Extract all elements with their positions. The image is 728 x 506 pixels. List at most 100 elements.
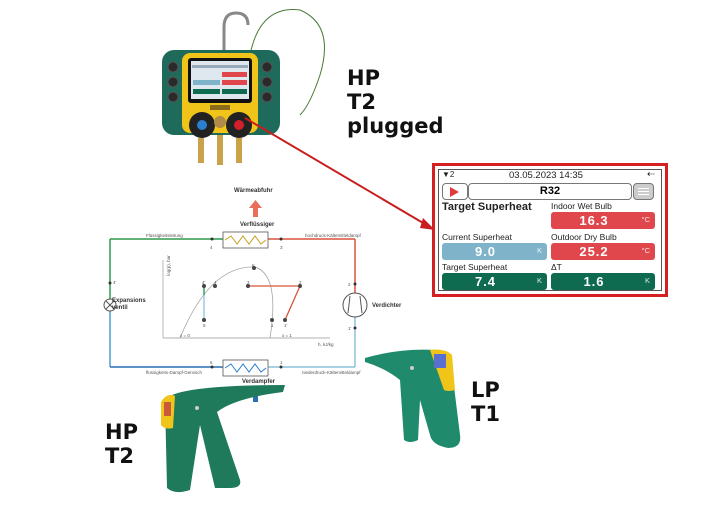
port-label-3: 3 xyxy=(280,245,283,250)
label-line: Expansions xyxy=(112,298,146,304)
mode-title: Target Superheat xyxy=(442,201,532,213)
fitting xyxy=(217,135,223,165)
port-2 xyxy=(353,282,357,286)
play-button[interactable] xyxy=(442,183,468,200)
probe-gun-hp xyxy=(161,385,285,493)
label-line: HP xyxy=(105,420,138,444)
tile-target-superheat: 7.4 K xyxy=(442,273,547,290)
tile-label-delta-t: ΔT xyxy=(551,262,562,272)
ph-label-1p: 1' xyxy=(284,323,288,328)
right-button-2[interactable] xyxy=(261,76,273,88)
tile-value: 9.0 xyxy=(474,244,497,259)
compressor-line xyxy=(359,295,363,314)
gun-display xyxy=(434,354,446,368)
menu-button[interactable] xyxy=(633,183,654,200)
datetime: 03.05.2023 14:35 xyxy=(509,170,583,181)
ph-point-1 xyxy=(270,318,274,322)
expansion-valve-label: Expansions ventil xyxy=(112,298,146,312)
compressor-label: Verdichter xyxy=(372,303,402,309)
screen-bar xyxy=(192,65,248,68)
two-phase-label: flüssigkeits-Dampf-Gemisch xyxy=(146,370,203,375)
port-4p xyxy=(108,281,112,285)
compressor-line xyxy=(347,295,351,314)
evaporator-label: Verdampfer xyxy=(242,379,276,385)
tile-unit: K xyxy=(536,246,542,255)
signal-value: 2 xyxy=(449,170,455,179)
heat-out-arrow xyxy=(253,207,258,217)
label-lp-t1: LP T1 xyxy=(471,378,500,426)
menu-icon xyxy=(638,188,649,189)
probe-gun-lp xyxy=(365,349,461,448)
suction-gas-label: niederdruck-Kältemitteldampf xyxy=(302,370,361,375)
tile-unit: °C xyxy=(641,215,650,224)
ph-point-4 xyxy=(213,284,217,288)
sight-glass xyxy=(214,116,226,128)
tile-label-target-superheat: Target Superheat xyxy=(442,262,508,272)
right-button-1[interactable] xyxy=(261,61,273,73)
signal-indicator: ▼2 xyxy=(442,170,454,179)
saturation-dome xyxy=(179,266,274,339)
label-line: plugged xyxy=(347,114,444,138)
liquid-line-label: Flüssigkeitsleitung xyxy=(146,233,183,238)
label-line: T1 xyxy=(471,402,500,426)
valve-x xyxy=(105,300,115,310)
gun-body xyxy=(165,385,285,493)
tile-value: 1.6 xyxy=(583,274,605,289)
ph-x0-label: x = 0 xyxy=(180,333,190,338)
ph-xlabel: h, kJ/kg xyxy=(318,342,334,347)
left-button-1[interactable] xyxy=(167,61,179,73)
gun-pivot xyxy=(410,366,414,370)
ph-ylabel: log(p), bar xyxy=(165,255,171,276)
red-cap xyxy=(234,120,244,130)
gun-display xyxy=(164,402,171,416)
usb-icon: ⇠ xyxy=(647,169,655,180)
refrigeration-cycle-diagram xyxy=(103,200,368,402)
condenser-coil xyxy=(224,235,267,245)
ph-point-2 xyxy=(298,284,302,288)
tile-outdoor-dry-bulb: 25.2 °C xyxy=(551,243,655,260)
tile-delta-t: 1.6 K xyxy=(551,273,655,290)
fitting xyxy=(198,138,204,163)
ph-label-4: 4 xyxy=(214,280,217,285)
label-line: T2 xyxy=(105,444,134,468)
port-label-1: 1 xyxy=(280,360,283,365)
fitting xyxy=(236,138,242,163)
blue-cap xyxy=(197,120,207,130)
port-label-4p: 4' xyxy=(113,280,117,285)
device-screen-zoom: ▼2 03.05.2023 14:35 ⇠ R32 Target Superhe… xyxy=(432,163,668,297)
label-line: ventil xyxy=(112,305,128,311)
tile-unit: K xyxy=(644,276,650,285)
screen-tile xyxy=(222,72,247,77)
condenser-label: Verflüssiger xyxy=(240,222,275,228)
tile-value: 25.2 xyxy=(579,244,609,259)
port-label-1p: 1' xyxy=(348,326,352,331)
port-1p xyxy=(353,326,357,330)
ph-label-3: 3 xyxy=(247,280,250,285)
tile-label-indoor-wet-bulb: Indoor Wet Bulb xyxy=(551,201,612,211)
ph-point-K xyxy=(252,266,256,270)
compressor-symbol xyxy=(342,292,368,318)
label-line: T2 xyxy=(347,90,376,114)
left-button-3[interactable] xyxy=(167,91,179,103)
tile-indoor-wet-bulb: 16.3 °C xyxy=(551,212,655,229)
ph-point-3 xyxy=(246,284,250,288)
hot-gas-label: hochdruck-Kältemitteldampf xyxy=(305,233,361,238)
screen-tile xyxy=(193,89,220,94)
manifold-gauge-device xyxy=(162,9,325,165)
left-button-2[interactable] xyxy=(167,76,179,88)
tile-label-current-superheat: Current Superheat xyxy=(442,232,512,242)
refrigerant-selector[interactable]: R32 xyxy=(468,183,632,200)
port-label-4: 4 xyxy=(210,245,213,250)
tile-unit: K xyxy=(536,276,542,285)
ph-label-2: 2 xyxy=(299,280,302,285)
heat-out-label: Wärmeabfuhr xyxy=(234,188,273,194)
heat-in-arrow xyxy=(253,394,258,402)
port-5 xyxy=(210,365,214,369)
ph-label-4p: 4' xyxy=(202,280,206,285)
gun-pivot xyxy=(195,406,199,410)
tile-unit: °C xyxy=(641,246,650,255)
right-button-3[interactable] xyxy=(261,91,273,103)
brand-logo xyxy=(210,105,230,110)
ph-label-5: 5 xyxy=(203,323,206,328)
label-hp-t2-plugged: HP T2 plugged xyxy=(347,66,444,138)
